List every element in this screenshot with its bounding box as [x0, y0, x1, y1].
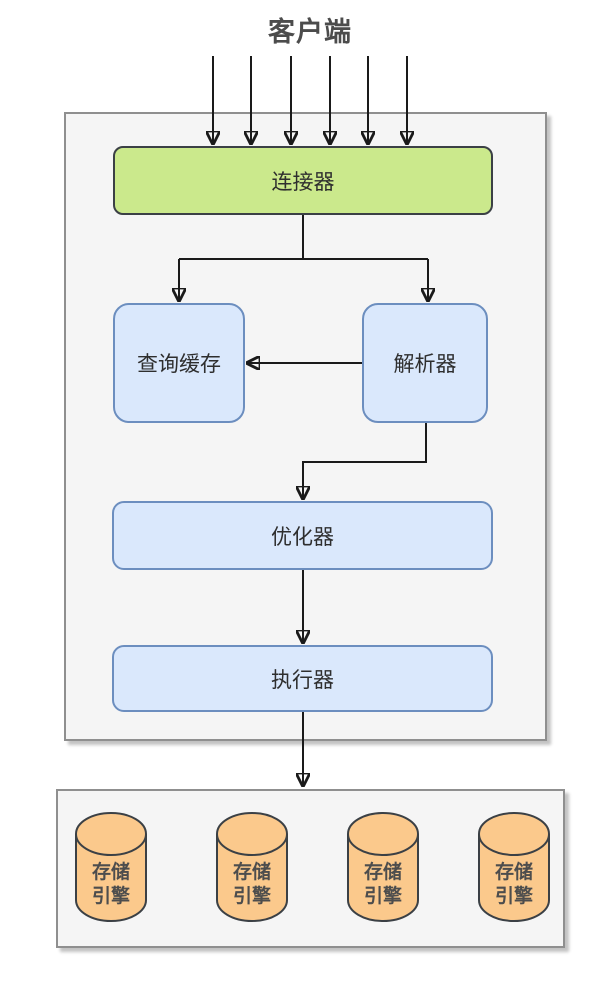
query-cache-node: 查询缓存: [113, 303, 245, 423]
connector-node: 连接器: [113, 146, 493, 215]
optimizer-node: 优化器: [112, 501, 493, 570]
storage-engine-cylinder: 存储 引擎: [478, 811, 550, 923]
database-cylinder-icon: [216, 812, 288, 922]
connector-node-label: 连接器: [271, 170, 335, 194]
database-cylinder-icon: [478, 812, 550, 922]
storage-engine-label: 存储 引擎: [91, 862, 130, 907]
database-cylinder-icon: [347, 812, 419, 922]
storage-engine-label: 存储 引擎: [494, 862, 533, 907]
database-cylinder-icon: [75, 812, 147, 922]
storage-engine-cylinder: 存储 引擎: [347, 811, 419, 923]
storage-engine-cylinder: 存储 引擎: [75, 811, 147, 923]
storage-engine-label: 存储 引擎: [363, 862, 402, 907]
executor-node-label: 执行器: [271, 668, 334, 692]
storage-engine-label: 存储 引擎: [232, 862, 271, 907]
query-cache-node-label: 查询缓存: [137, 353, 221, 376]
client-label: 客户端: [268, 17, 352, 47]
parser-node: 解析器: [362, 303, 488, 423]
optimizer-node-label: 优化器: [271, 525, 334, 549]
storage-engine-container: 存储 引擎 存储 引擎 存储 引擎: [56, 789, 565, 948]
executor-node: 执行器: [112, 645, 493, 712]
storage-engine-cylinder: 存储 引擎: [216, 811, 288, 923]
parser-node-label: 解析器: [393, 353, 457, 376]
